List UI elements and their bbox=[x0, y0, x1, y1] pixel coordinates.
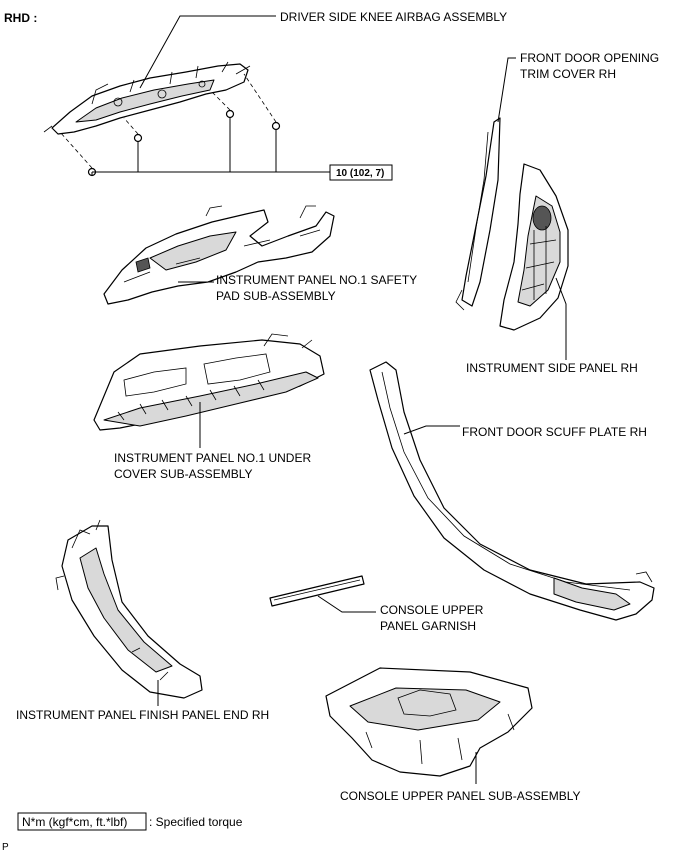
knee-airbag-leader bbox=[139, 15, 276, 89]
finish-panel-end bbox=[55, 519, 203, 699]
garnish-leader bbox=[317, 595, 376, 613]
region-title: RHD : bbox=[4, 11, 37, 25]
bolt-4 bbox=[271, 121, 281, 131]
finish-panel-label: INSTRUMENT PANEL FINISH PANEL END RH bbox=[16, 708, 269, 722]
safety-pad-label-line2: PAD SUB-ASSEMBLY bbox=[216, 289, 336, 303]
torque-spec-box bbox=[329, 164, 393, 181]
scuff-plate-label: FRONT DOOR SCUFF PLATE RH bbox=[462, 425, 647, 439]
bolt-alignment-lines bbox=[59, 73, 277, 169]
under-cover-label-line1: INSTRUMENT PANEL NO.1 UNDER bbox=[114, 451, 311, 465]
bolt-3 bbox=[225, 109, 235, 119]
bolt-2 bbox=[133, 133, 143, 143]
safety-pad-label-line1: INSTRUMENT PANEL NO.1 SAFETY bbox=[216, 273, 417, 287]
garnish-label-line1: CONSOLE UPPER bbox=[380, 603, 484, 617]
door-opening-trim-cover bbox=[455, 117, 501, 311]
under-cover-subassembly bbox=[93, 333, 325, 431]
torque-spec-value: 10 (102, 7) bbox=[336, 168, 384, 179]
safety-pad-subassembly bbox=[103, 205, 335, 305]
scuff-plate-leader bbox=[403, 425, 460, 435]
garnish-label-line2: PANEL GARNISH bbox=[380, 619, 476, 633]
front-door-scuff-plate bbox=[369, 361, 655, 621]
torque-legend-units: N*m (kgf*cm, ft.*lbf) bbox=[22, 815, 127, 829]
under-cover-label-line2: COVER SUB-ASSEMBLY bbox=[114, 467, 252, 481]
knee-airbag-assembly bbox=[43, 61, 251, 135]
console-panel-garnish bbox=[269, 575, 365, 607]
knee-airbag-label: DRIVER SIDE KNEE AIRBAG ASSEMBLY bbox=[280, 10, 507, 24]
console-upper-label: CONSOLE UPPER PANEL SUB-ASSEMBLY bbox=[340, 789, 581, 803]
torque-legend-description: : Specified torque bbox=[149, 815, 243, 829]
torque-legend-box bbox=[17, 812, 147, 831]
door-trim-label-line1: FRONT DOOR OPENING bbox=[520, 51, 659, 65]
side-panel-leader bbox=[555, 277, 567, 360]
torque-leader-lines bbox=[91, 118, 330, 176]
door-trim-leader bbox=[497, 57, 516, 123]
footer-code: P bbox=[2, 842, 9, 853]
side-panel-label: INSTRUMENT SIDE PANEL RH bbox=[466, 361, 638, 375]
instrument-side-panel bbox=[499, 163, 569, 331]
console-upper-panel bbox=[325, 667, 533, 777]
door-trim-label-line2: TRIM COVER RH bbox=[520, 67, 616, 81]
